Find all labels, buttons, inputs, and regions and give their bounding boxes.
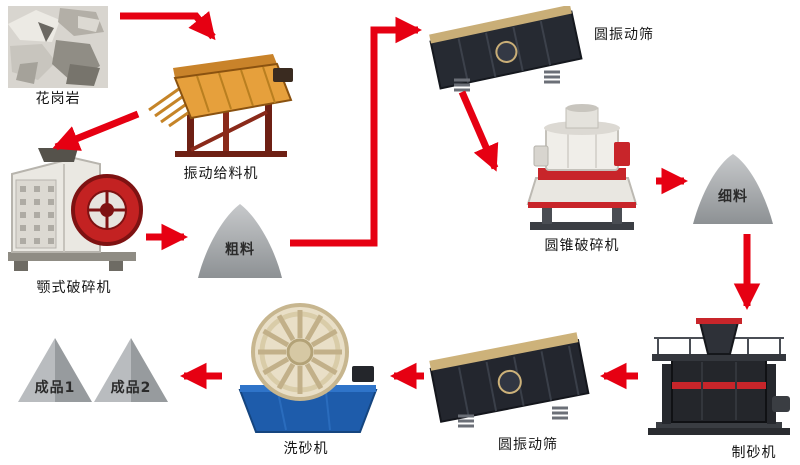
vibrating-screen-illustration [429, 332, 590, 428]
cone-crusher [514, 102, 650, 236]
arrow-granite-to-feeder [120, 11, 216, 41]
vibrating-screen-bottom [428, 328, 590, 432]
label-cone-crusher: 圆锥破碎机 [544, 238, 620, 254]
label-vibrating-feeder: 振动给料机 [183, 166, 259, 182]
fine-material-pile: 细料 [689, 150, 777, 228]
stockpile-illustration [94, 338, 168, 402]
cone-crusher-illustration [526, 104, 638, 230]
label-sand-making-machine: 制砂机 [731, 445, 777, 461]
arrow-feeder-to-jaw-crusher [52, 110, 140, 151]
sand-washer-illustration [238, 303, 378, 433]
sand-making-machine [644, 316, 794, 442]
label-sand-washer: 洗砂机 [283, 441, 329, 457]
product-1-pile: 成品1 [16, 336, 94, 404]
arrow-screen-top-to-cone-crusher [458, 90, 499, 172]
granite-rock-illustration [8, 6, 108, 88]
coarse-material-pile: 粗料 [194, 200, 286, 282]
label-vibrating-screen-top: 圆振动筛 [594, 27, 654, 43]
label-fine-material: 细料 [718, 188, 748, 205]
product-2-pile: 成品2 [92, 336, 170, 404]
arrow-coarse-to-screen-top [290, 16, 422, 247]
label-vibrating-screen-bottom: 圆振动筛 [498, 437, 558, 453]
granite-photo [8, 6, 108, 88]
vibrating-screen-top [426, 6, 586, 94]
sand-maker-illustration [648, 318, 790, 435]
label-product-1: 成品1 [34, 379, 76, 396]
stockpile-illustration [18, 338, 92, 402]
jaw-crusher-illustration [8, 148, 143, 271]
label-jaw-crusher: 颚式破碎机 [36, 280, 112, 296]
jaw-crusher [4, 148, 144, 276]
label-coarse-material: 粗料 [225, 242, 255, 259]
stockpile-illustration [198, 204, 282, 278]
label-granite: 花岗岩 [35, 91, 81, 107]
vibrating-feeder-illustration [148, 54, 293, 157]
vibrating-screen-illustration [429, 6, 583, 92]
sand-washer [226, 302, 384, 436]
label-product-2: 成品2 [110, 379, 152, 396]
stockpile-illustration [693, 154, 773, 224]
vibrating-feeder [145, 52, 297, 164]
